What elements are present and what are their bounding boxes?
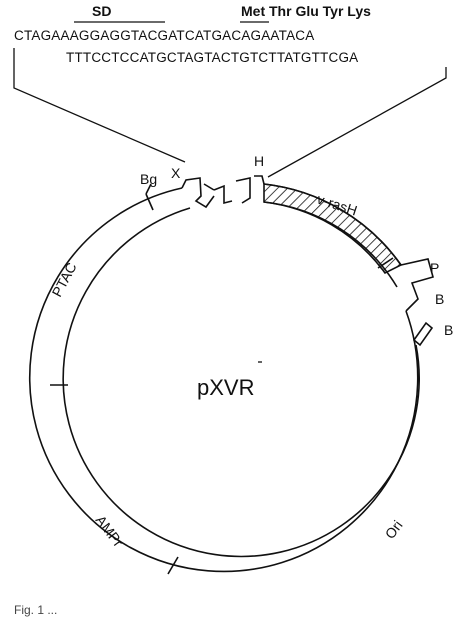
site-p-label: P <box>430 260 439 276</box>
amp-label: AMPr <box>93 512 127 550</box>
site-bg-label: Bg <box>140 171 157 187</box>
callout-lines <box>13 48 447 178</box>
site-b2-label: B <box>444 322 453 338</box>
site-b1-label: B <box>435 291 444 307</box>
figure-caption: Fig. 1 ... <box>14 603 57 617</box>
divider-amp-ori <box>167 556 179 575</box>
bottom-strand-sequence: TTTCCTCCATGCTAGTACTGTCTTATGTTCGA <box>66 50 358 65</box>
v-ras-region <box>263 183 403 275</box>
bg-site-tick <box>145 183 152 195</box>
plasmid-circle <box>28 175 434 575</box>
shine-dalgarno-label: SD <box>92 3 111 19</box>
divider-ptac-top <box>145 193 154 211</box>
site-x-label: X <box>171 165 181 181</box>
codon-label: Met Thr Glu Tyr Lys <box>241 3 371 19</box>
ori-label: Ori <box>382 517 406 542</box>
plasmid-name: pXVR <box>197 375 254 400</box>
top-strand-sequence: CTAGAAAGGAGGTACGATCATGACAGAATACA <box>14 28 314 43</box>
v-ras-end-bar <box>377 257 394 269</box>
site-h-label: H <box>254 153 264 169</box>
ptac-label: PTAC <box>49 260 80 300</box>
